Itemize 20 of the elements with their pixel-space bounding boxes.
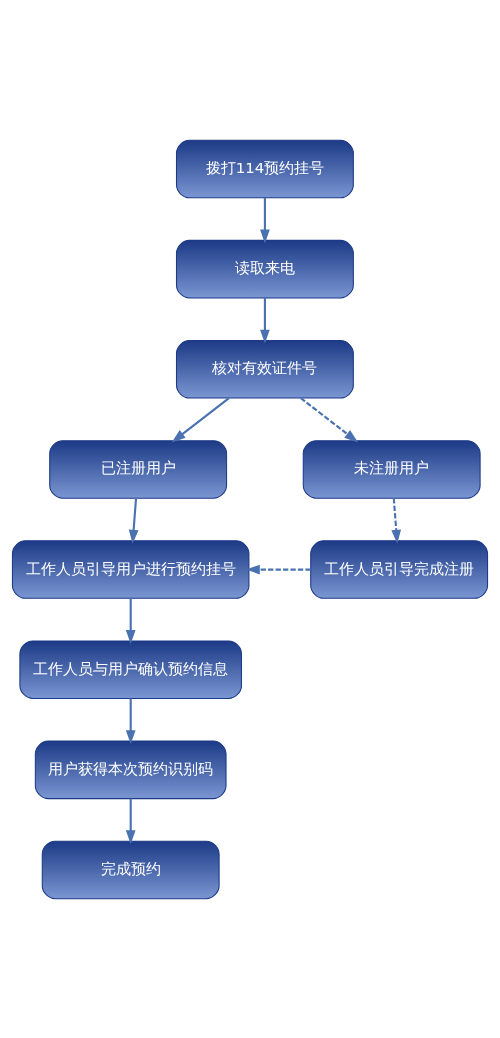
- arrow: [125, 798, 136, 844]
- arrow: [128, 497, 139, 544]
- arrow: [125, 597, 136, 644]
- arrow: [125, 698, 136, 744]
- node-box: 拨打114预约挂号: [175, 139, 354, 198]
- node-box: 工作人员与用户确认预约信息: [19, 639, 242, 699]
- node-box: 工作人员引导完成注册: [310, 539, 489, 599]
- arrow: [171, 396, 230, 442]
- arrow: [391, 497, 402, 544]
- node-box: 完成预约: [41, 840, 220, 899]
- arrow: [245, 564, 311, 574]
- node-box: 已注册用户: [49, 439, 228, 499]
- node-box: 未注册用户: [302, 439, 481, 499]
- node-box: 核对有效证件号: [175, 339, 354, 399]
- node-box: 用户获得本次预约识别码: [34, 740, 227, 799]
- arrow: [300, 396, 359, 442]
- arrow: [260, 297, 270, 344]
- node-box: 工作人员引导用户进行预约挂号: [11, 539, 250, 599]
- node-box: 读取来电: [175, 239, 354, 298]
- arrow: [260, 197, 270, 243]
